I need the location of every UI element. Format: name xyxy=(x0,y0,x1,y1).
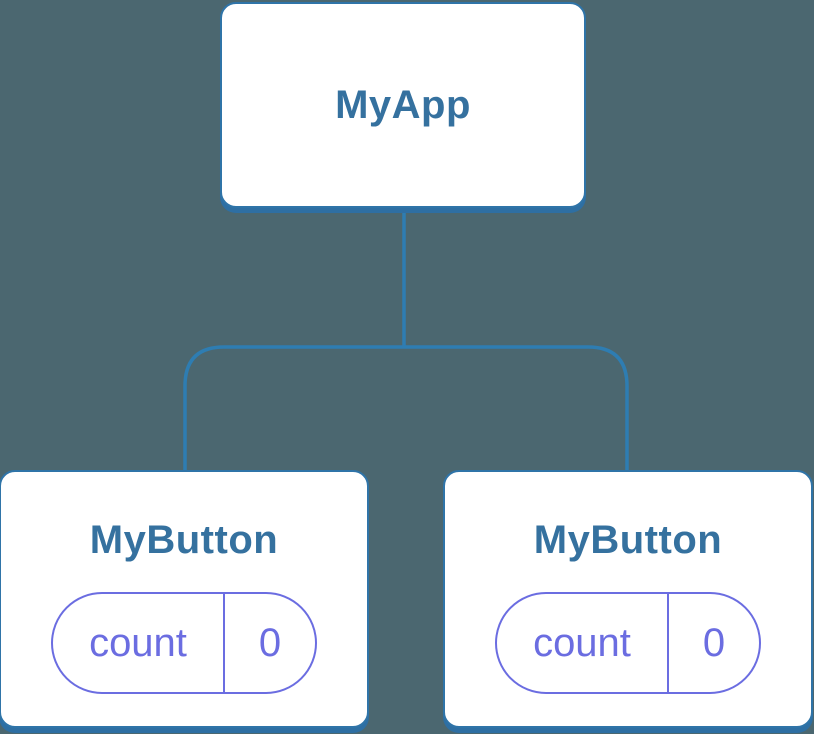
state-pill: count 0 xyxy=(51,592,317,694)
state-value: 0 xyxy=(223,594,315,692)
connector-branch xyxy=(183,345,629,472)
state-key-label: count xyxy=(533,621,631,665)
state-value: 0 xyxy=(667,594,759,692)
state-pill: count 0 xyxy=(495,592,761,694)
root-node: MyApp xyxy=(220,2,586,208)
child-node-label: MyButton xyxy=(533,518,723,562)
child-node-right: MyButton count 0 xyxy=(443,470,813,728)
child-node-label: MyButton xyxy=(89,518,279,562)
state-key-label: count xyxy=(89,621,187,665)
child-node-left: MyButton count 0 xyxy=(0,470,369,728)
root-node-label: MyApp xyxy=(335,83,471,127)
